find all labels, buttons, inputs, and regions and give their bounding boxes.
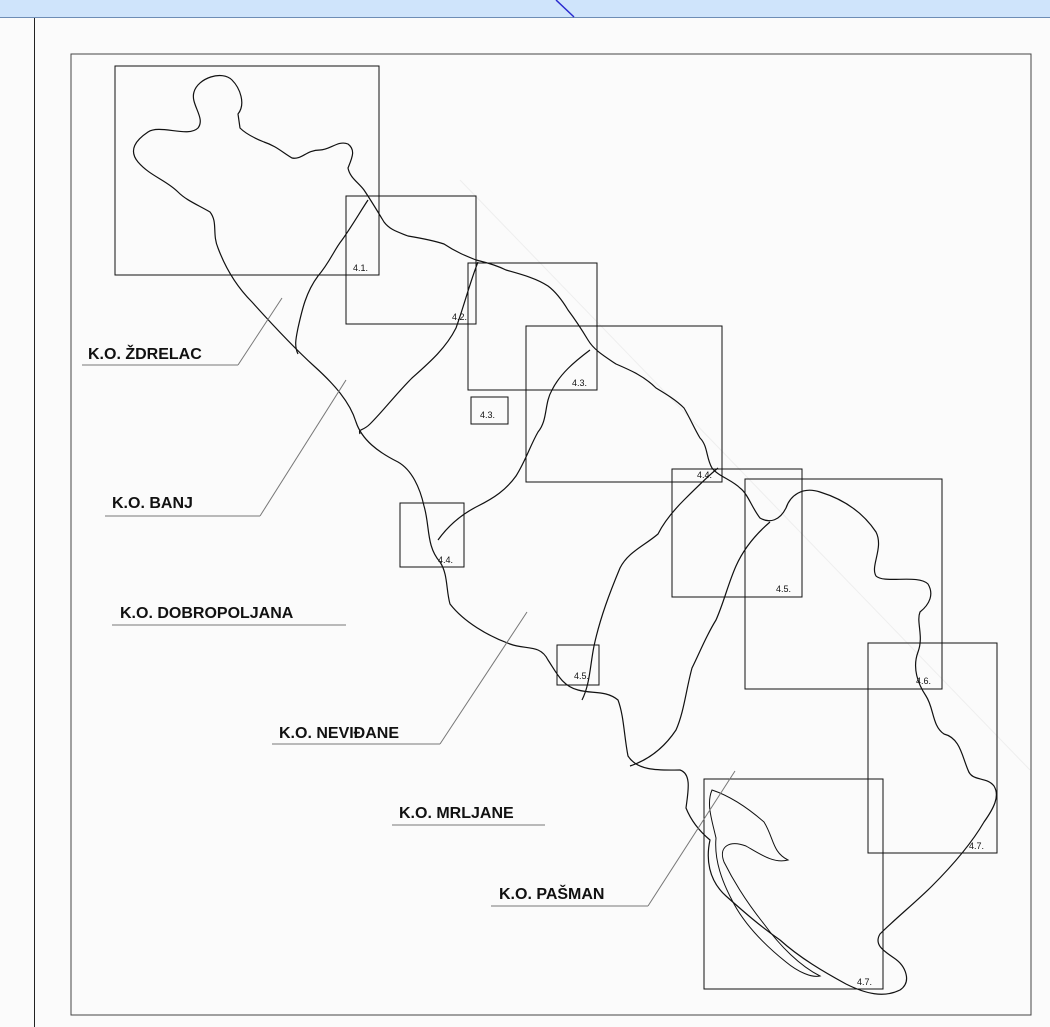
boundary-nevidjane-mrljane: [581, 467, 719, 701]
tile-4-3-b: [470, 396, 509, 425]
window-header-strip: [0, 0, 1050, 18]
tile-4-7: [703, 778, 884, 990]
map-frame: [70, 53, 1032, 1016]
boundary-dobropoljana-nevidjane: [437, 349, 591, 541]
cadastral-label-zdrelac: K.O. ŽDRELAC: [82, 297, 283, 366]
tile-label-4-2: 4.2.: [452, 312, 467, 322]
cadastral-label-nevidjane: K.O. NEVIĐANE: [272, 611, 528, 745]
header-decoration: [555, 0, 575, 18]
label-mrljane: K.O. MRLJANE: [399, 805, 514, 822]
boundary-banj-dobropoljana: [358, 261, 479, 435]
tile-label-4-6: 4.6.: [916, 676, 931, 686]
tile-label-4-5-a: 4.5.: [574, 671, 589, 681]
label-dobropoljana: K.O. DOBROPOLJANA: [120, 605, 294, 622]
left-border-line: [34, 18, 35, 1027]
tile-label-4-7-a: 4.7.: [969, 841, 984, 851]
tile-label-4-7-b: 4.7.: [857, 977, 872, 987]
tile-rectangles: [114, 65, 998, 990]
cadastral-label-pasman: K.O. PAŠMAN: [491, 770, 736, 907]
tile-4-4-a: [399, 502, 465, 568]
tile-label-4-1: 4.1.: [353, 263, 368, 273]
tile-4-1: [114, 65, 380, 276]
faint-diagonal: [459, 179, 1031, 771]
tile-4-5-b: [744, 478, 943, 690]
tile-label-4-3-a: 4.3.: [572, 378, 587, 388]
tile-4-2: [345, 195, 477, 325]
label-zdrelac: K.O. ŽDRELAC: [88, 344, 202, 363]
tile-label-4-5-b: 4.5.: [776, 584, 791, 594]
boundary-zdrelac-banj: [295, 199, 369, 355]
label-pasman: K.O. PAŠMAN: [499, 884, 604, 903]
lagoon-outline: [709, 789, 822, 977]
boundary-mrljane-pasman: [629, 521, 771, 767]
tile-label-4-3-b: 4.3.: [480, 410, 495, 420]
label-nevidjane: K.O. NEVIĐANE: [279, 725, 399, 742]
cadastral-label-mrljane: K.O. MRLJANE: [392, 805, 545, 826]
island-outline: [133, 75, 997, 995]
tile-4-4-b: [671, 468, 803, 598]
tile-4-5-a: [556, 644, 600, 686]
tile-label-4-4-b: 4.4.: [697, 470, 712, 480]
tile-4-3-c: [525, 325, 723, 483]
tile-label-4-4-a: 4.4.: [438, 555, 453, 565]
cadastral-label-banj: K.O. BANJ: [105, 379, 347, 517]
cadastral-label-dobropoljana: K.O. DOBROPOLJANA: [112, 605, 346, 626]
tile-4-6: [867, 642, 998, 854]
label-banj: K.O. BANJ: [112, 495, 193, 512]
